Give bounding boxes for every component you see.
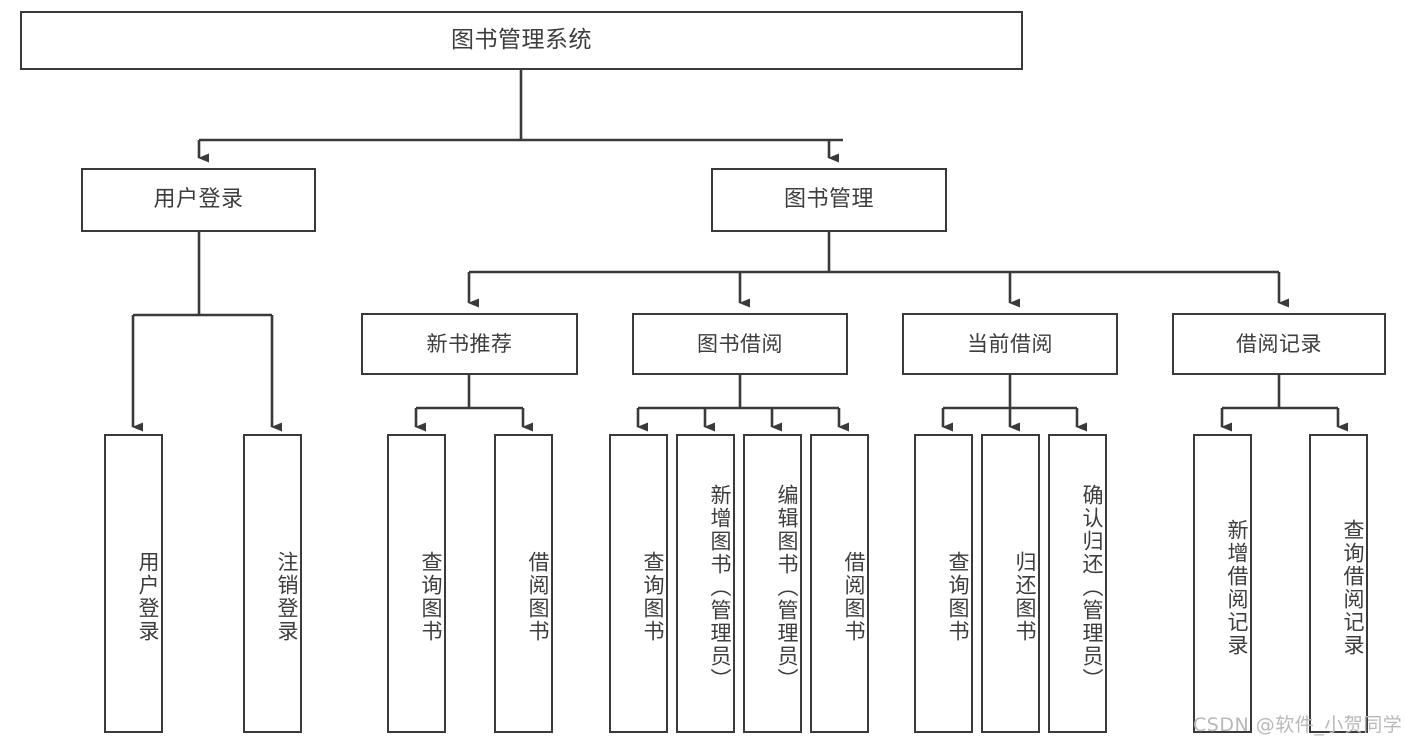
node-label: 借阅图书 <box>526 550 550 643</box>
leaf-borrow-book-new[interactable]: 借阅图书 <box>494 434 553 733</box>
node-label: 图书管理系统 <box>451 26 592 53</box>
node-label: 查询图书 <box>946 550 970 643</box>
leaf-query-book-new[interactable]: 查询图书 <box>387 434 446 733</box>
leaf-confirm-return-admin[interactable]: 确认归还（管理员） <box>1048 434 1107 733</box>
leaf-logout-login[interactable]: 注销登录 <box>243 434 302 733</box>
node-label: 用户登录 <box>136 550 160 643</box>
node-user-login[interactable]: 用户登录 <box>81 168 316 232</box>
node-label: 借阅记录 <box>1236 331 1322 356</box>
node-label: 确认归还（管理员） <box>1080 484 1104 691</box>
node-label: 编辑图书（管理员） <box>775 484 799 691</box>
leaf-add-book-admin[interactable]: 新增图书（管理员） <box>676 434 735 733</box>
node-new-book-recommend[interactable]: 新书推荐 <box>361 313 578 375</box>
node-book-management[interactable]: 图书管理 <box>711 168 947 232</box>
node-label: 查询图书 <box>641 550 665 643</box>
node-label: 新书推荐 <box>426 331 513 356</box>
leaf-query-borrow-record[interactable]: 查询借阅记录 <box>1309 434 1368 733</box>
leaf-user-login[interactable]: 用户登录 <box>104 434 163 733</box>
node-book-management-system[interactable]: 图书管理系统 <box>20 11 1023 70</box>
leaf-return-book[interactable]: 归还图书 <box>981 434 1040 733</box>
watermark-text: CSDN @软件_小贺同学 <box>1193 714 1403 736</box>
leaf-borrow-book[interactable]: 借阅图书 <box>810 434 869 733</box>
leaf-add-borrow-record[interactable]: 新增借阅记录 <box>1193 434 1252 733</box>
node-label: 新增图书（管理员） <box>708 484 732 691</box>
node-label: 归还图书 <box>1013 550 1037 643</box>
node-label: 当前借阅 <box>967 331 1053 356</box>
leaf-query-book-borrow[interactable]: 查询图书 <box>609 434 668 733</box>
node-label: 查询借阅记录 <box>1341 518 1365 657</box>
node-borrow-record[interactable]: 借阅记录 <box>1172 313 1386 375</box>
node-label: 图书管理 <box>783 187 874 213</box>
node-current-borrow[interactable]: 当前借阅 <box>902 313 1118 375</box>
leaf-edit-book-admin[interactable]: 编辑图书（管理员） <box>743 434 802 733</box>
node-label: 新增借阅记录 <box>1225 518 1249 657</box>
node-book-borrow[interactable]: 图书借阅 <box>632 313 848 375</box>
node-label: 借阅图书 <box>842 550 866 643</box>
node-label: 注销登录 <box>275 550 299 643</box>
leaf-query-book-current[interactable]: 查询图书 <box>914 434 973 733</box>
node-label: 查询图书 <box>419 550 443 643</box>
node-label: 用户登录 <box>153 187 244 213</box>
node-label: 图书借阅 <box>697 331 783 356</box>
